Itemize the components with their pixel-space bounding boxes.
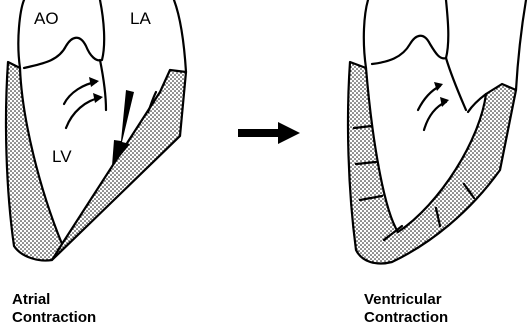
aorta-outline-right [364,0,448,68]
ventricular-caption-line1: Ventricular [364,291,442,308]
atrial-caption-line1: Atrial [12,291,50,308]
ventricular-contraction-heart [348,0,526,264]
left-atrium-outline-right [516,0,526,90]
aorta-label: AO [34,9,59,28]
left-atrium-label: LA [130,9,151,28]
left-ventricle-label: LV [52,147,72,166]
flow-arrowhead-upper [89,77,99,87]
closed-mitral-leaflet-a [446,58,466,110]
flow-arrowhead-lower [93,93,103,103]
atrial-contraction-heart [6,0,186,260]
transition-arrow [238,122,300,144]
ventricle-wall [6,62,186,260]
atrial-caption-line2: Contraction [12,309,96,326]
aorta-outline [18,0,104,68]
ventricular-caption-line2: Contraction [364,309,448,326]
